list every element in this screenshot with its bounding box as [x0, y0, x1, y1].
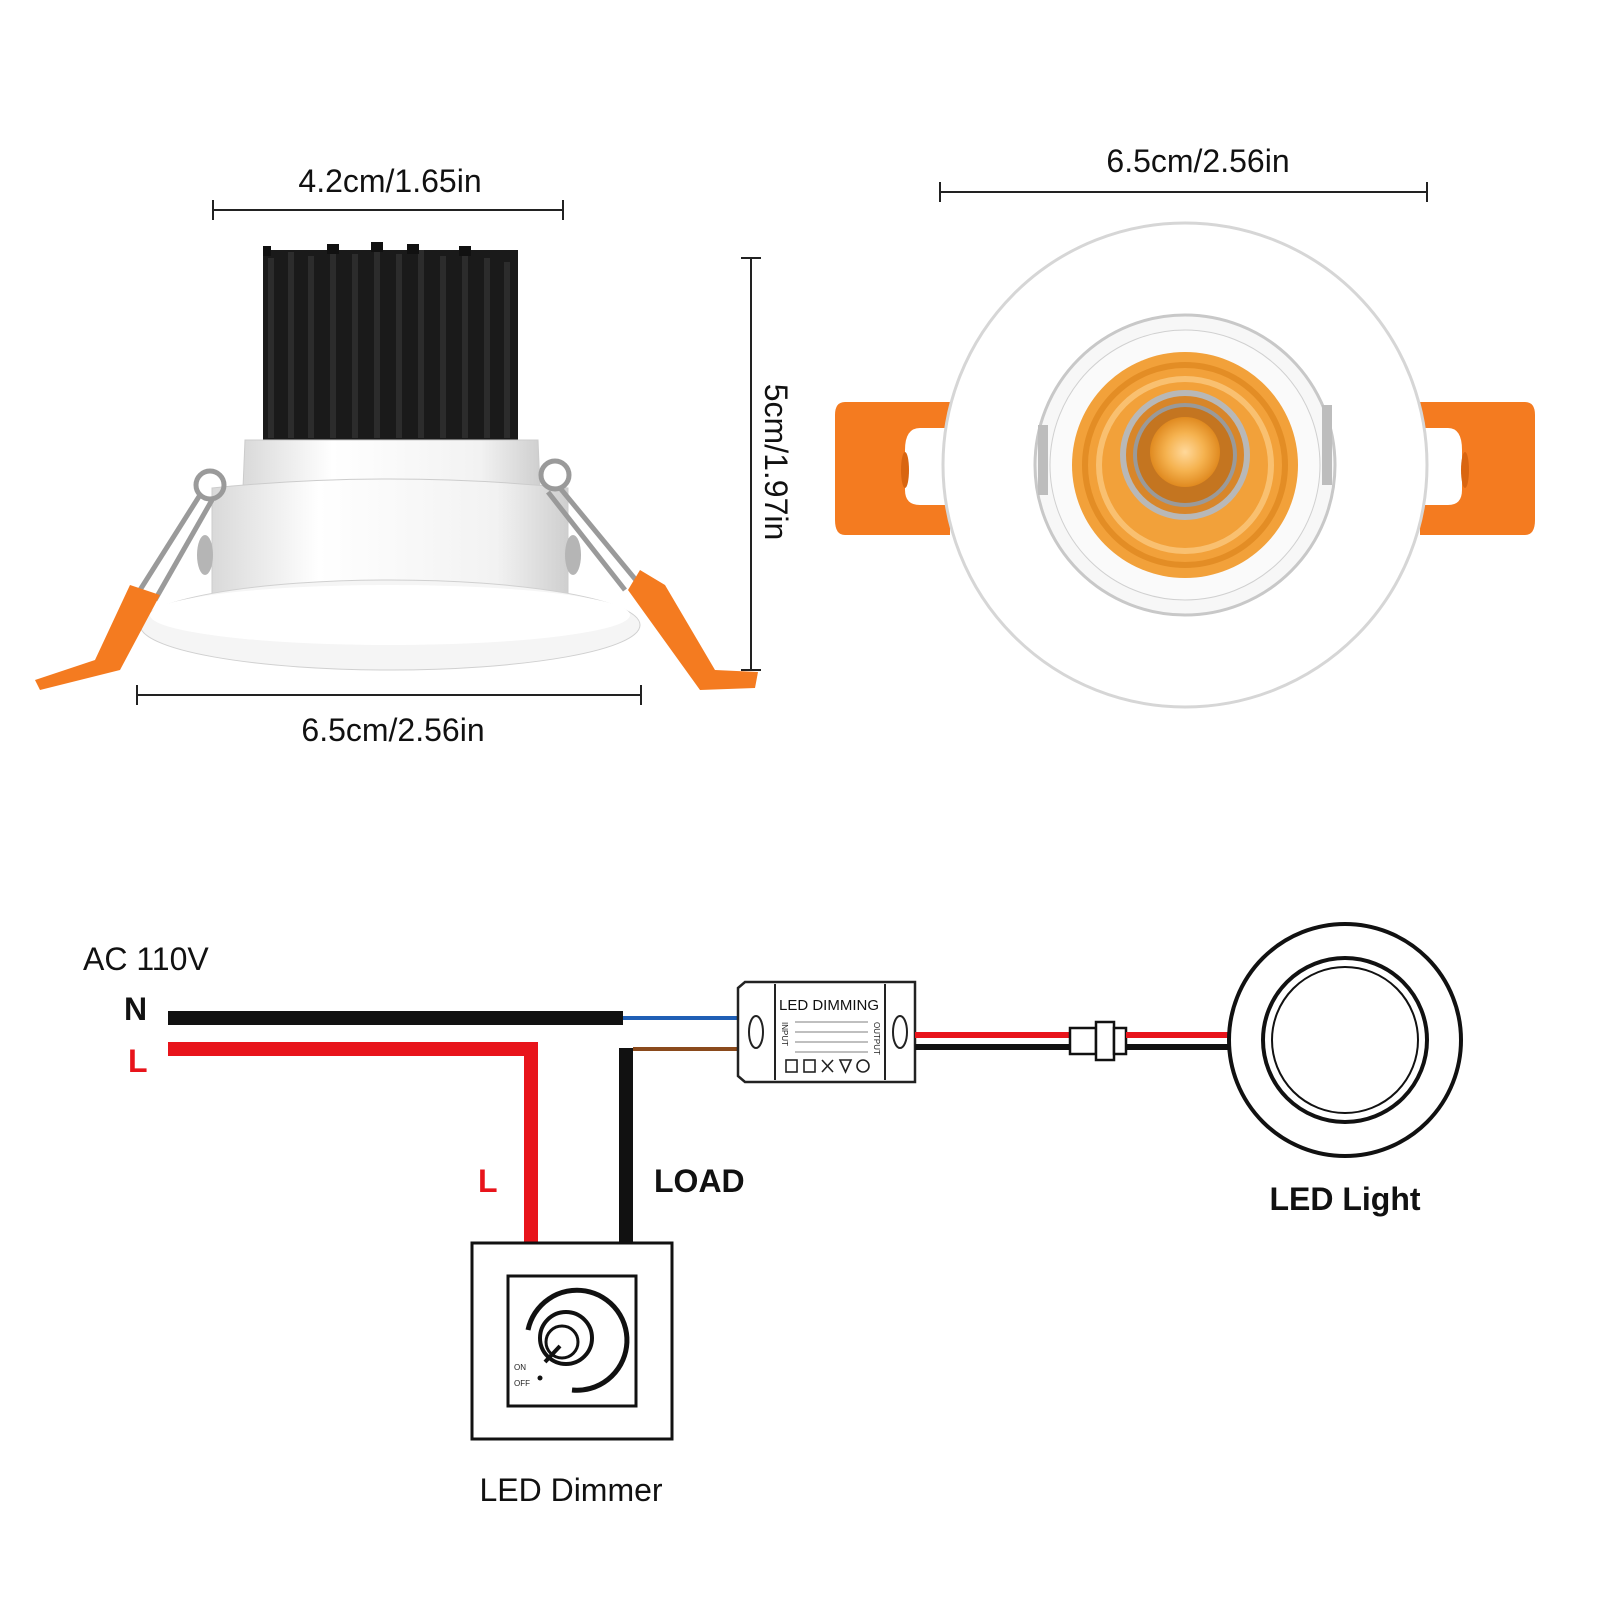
driver-output-label: OUTPUT [872, 1022, 881, 1055]
light-caption: LED Light [1269, 1181, 1420, 1217]
dimmer-off-label: OFF [514, 1379, 530, 1388]
led-driver: LED DIMMING INPUT OUTPUT [736, 980, 917, 1084]
live-label: L [128, 1043, 148, 1079]
load-label: LOAD [654, 1163, 745, 1199]
heatsink [263, 242, 518, 440]
supply-label: AC 110V [83, 941, 209, 977]
top-width-label: 6.5cm/2.56in [1106, 143, 1289, 179]
wire-connector [1068, 1020, 1128, 1062]
dim-line-side-base [136, 685, 642, 705]
dim-line-side-width [212, 200, 564, 220]
dimmer-caption: LED Dimmer [479, 1472, 662, 1508]
driver-title: LED DIMMING [779, 997, 879, 1014]
driver-input-label: INPUT [780, 1022, 789, 1046]
dimmer-on-label: ON [514, 1363, 526, 1372]
dimmer-live-label: L [478, 1163, 498, 1199]
side-width-label: 4.2cm/1.65in [298, 163, 481, 199]
dimmer-switch: ON OFF [470, 1241, 674, 1441]
certification-icons [785, 1059, 870, 1074]
live-wire [168, 1042, 538, 1245]
side-view-product [35, 242, 758, 690]
dim-line-top-width [939, 182, 1428, 202]
spring-clips [137, 458, 642, 602]
side-height-label: 5cm/1.97in [758, 384, 794, 541]
dim-line-side-height [741, 257, 761, 671]
side-base-width-label: 6.5cm/2.56in [301, 712, 484, 748]
top-view-product [835, 221, 1535, 709]
neutral-label: N [124, 991, 147, 1027]
led-light-icon [1227, 922, 1463, 1158]
